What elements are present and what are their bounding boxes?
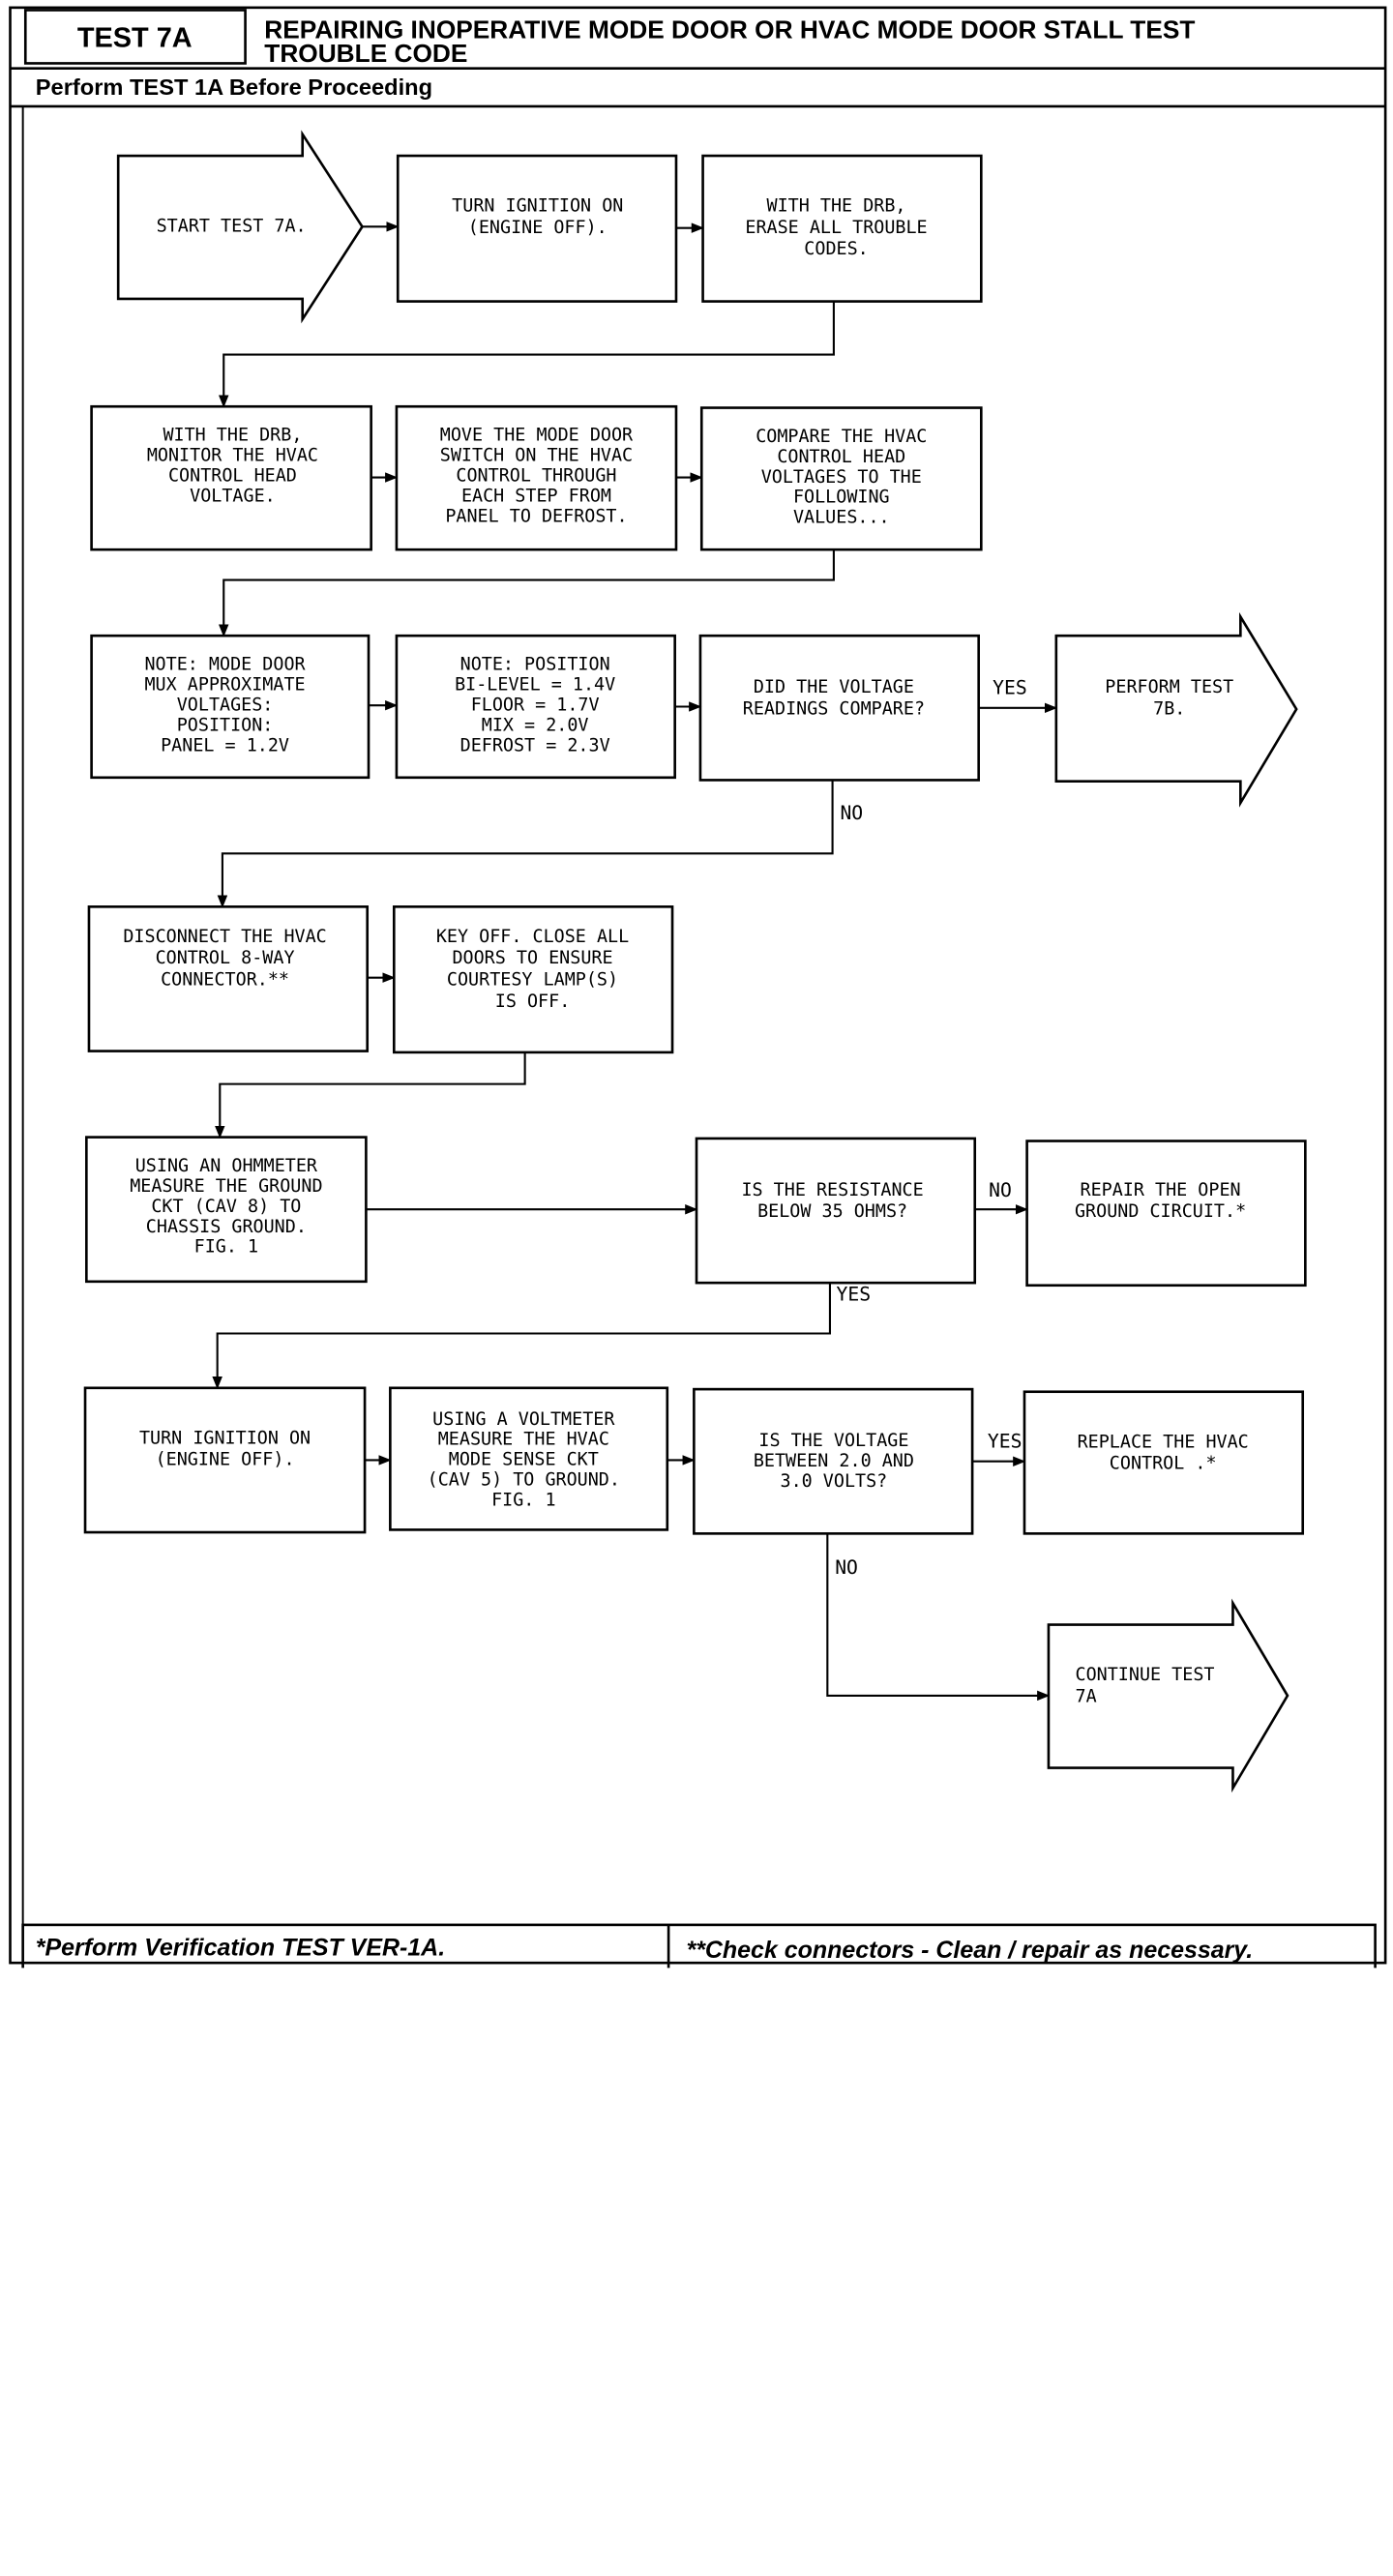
connector-row1-to-row2 <box>218 301 835 408</box>
flowchart-canvas: TEST 7A REPAIRING INOPERATIVE MODE DOOR … <box>9 6 1387 1969</box>
monitor-voltage-step <box>90 404 372 551</box>
note-position-voltages <box>395 634 676 780</box>
label-resistance-yes: YES <box>837 1284 872 1306</box>
footer-connectors-note: **Check connectors - Clean / repair as n… <box>686 1937 1253 1964</box>
label-voltage-no: NO <box>835 1556 858 1579</box>
did-readings-compare-decision <box>698 634 980 782</box>
footer-frame <box>21 1923 1377 1969</box>
erase-codes-step <box>701 154 983 303</box>
connector-voltage-no <box>826 1533 1051 1702</box>
ignition-on-step-1-text: TURN IGNITION ON(ENGINE OFF). <box>452 196 623 238</box>
ignition-on-step-2-text: TURN IGNITION ON(ENGINE OFF). <box>139 1428 311 1469</box>
connector-resistance-yes <box>212 1283 832 1390</box>
move-switch-step <box>395 404 678 551</box>
continue-test-7a-arrow <box>1047 1598 1289 1793</box>
perform-test-7b-arrow <box>1054 611 1298 808</box>
outer-frame <box>9 6 1387 1965</box>
label-voltage-yes: YES <box>988 1430 1023 1452</box>
replace-control-step <box>1023 1390 1305 1535</box>
disconnect-connector-step <box>87 905 370 1052</box>
footer-verification-note: *Perform Verification TEST VER-1A. <box>36 1934 445 1961</box>
voltmeter-step <box>389 1386 669 1531</box>
title-line-2: TROUBLE CODE <box>264 39 467 68</box>
ignition-on-step-2 <box>83 1386 367 1534</box>
compare-voltages-step <box>699 406 983 551</box>
test-id: TEST 7A <box>77 22 193 53</box>
start-test-7a-arrow <box>116 130 365 324</box>
connector-compare-no <box>217 780 834 908</box>
label-resistance-no: NO <box>989 1179 1012 1201</box>
label-compare-no: NO <box>840 802 863 824</box>
connector-row2-to-row3 <box>218 549 835 637</box>
prerequisite-note: Perform TEST 1A Before Proceeding <box>36 75 432 101</box>
note-mux-voltages <box>90 634 370 780</box>
title-line-1: REPAIRING INOPERATIVE MODE DOOR OR HVAC … <box>264 15 1195 44</box>
start-test-7a-text: START TEST 7A. <box>157 217 307 237</box>
key-off-step <box>392 905 674 1054</box>
test-id-box <box>23 9 247 65</box>
voltage-range-decision <box>693 1387 974 1535</box>
label-compare-yes: YES <box>993 676 1027 698</box>
ignition-on-step-1 <box>396 154 678 303</box>
ohmmeter-step <box>85 1136 368 1284</box>
repair-ground-step <box>1025 1140 1307 1288</box>
connector-row4-to-row5 <box>215 1051 526 1139</box>
resistance-decision <box>695 1137 977 1285</box>
